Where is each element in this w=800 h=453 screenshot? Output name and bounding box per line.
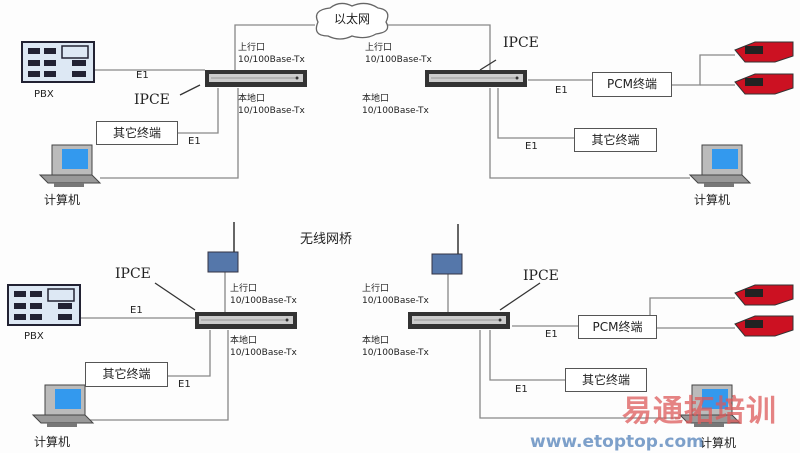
computer-label: 计算机 (694, 193, 731, 207)
uplink-type: 10/100Base-Tx (238, 55, 305, 65)
uplink-type: 10/100Base-Tx (230, 296, 297, 306)
other-terminal-box: 其它终端 (85, 362, 168, 387)
e1-label: E1 (555, 85, 568, 96)
e1-label: E1 (188, 136, 201, 147)
computer-icon (39, 144, 101, 188)
pcm-terminal-box: PCM终端 (592, 72, 672, 97)
wireless-bridge-icon (431, 223, 463, 275)
uplink-label: 上行口 (238, 43, 266, 53)
e1-label: E1 (130, 305, 143, 316)
e1-label: E1 (525, 141, 538, 152)
phone-icon (734, 41, 794, 63)
e1-label: E1 (178, 379, 191, 390)
watermark-logo: 易通拓培训 (622, 394, 777, 429)
local-label: 本地口 (362, 336, 390, 346)
e1-label: E1 (515, 384, 528, 395)
e1-label: E1 (545, 329, 558, 340)
other-terminal-box: 其它终端 (565, 368, 647, 392)
wireless-label: 无线网桥 (300, 232, 353, 247)
ipce-device-top-left (204, 69, 308, 88)
local-type: 10/100Base-Tx (362, 348, 429, 358)
computer-label: 计算机 (44, 193, 81, 207)
other-terminal-box: 其它终端 (96, 121, 178, 145)
pbx-icon (7, 284, 81, 326)
pbx-icon (21, 41, 95, 83)
ipce-label: IPCE (523, 268, 559, 284)
phone-icon (734, 315, 794, 337)
ipce-device-bottom-left (194, 311, 298, 330)
computer-icon (32, 384, 94, 428)
uplink-type: 10/100Base-Tx (365, 55, 432, 65)
ipce-device-top-right (424, 69, 528, 88)
watermark-url: www.etoptop.com (530, 432, 704, 452)
uplink-label: 上行口 (230, 284, 258, 294)
uplink-type: 10/100Base-Tx (362, 296, 429, 306)
ethernet-cloud (315, 2, 389, 40)
phone-icon (734, 73, 794, 95)
cloud-label: 以太网 (334, 12, 371, 26)
ipce-label: IPCE (115, 266, 151, 282)
local-type: 10/100Base-Tx (238, 106, 305, 116)
other-terminal-box: 其它终端 (574, 128, 657, 152)
computer-label: 计算机 (34, 435, 71, 449)
local-type: 10/100Base-Tx (230, 348, 297, 358)
phone-icon (734, 284, 794, 306)
uplink-label: 上行口 (362, 284, 390, 294)
pbx-label: PBX (24, 331, 44, 342)
local-type: 10/100Base-Tx (362, 106, 429, 116)
pbx-label: PBX (34, 89, 54, 100)
local-label: 本地口 (362, 94, 390, 104)
computer-label: 计算机 (700, 436, 737, 450)
ipce-device-bottom-right (407, 311, 511, 330)
ipce-label: IPCE (134, 92, 170, 108)
local-label: 本地口 (230, 336, 258, 346)
uplink-label: 上行口 (365, 43, 393, 53)
wireless-bridge-icon (207, 221, 239, 273)
e1-label: E1 (136, 70, 149, 81)
ipce-label: IPCE (503, 35, 539, 51)
local-label: 本地口 (238, 94, 266, 104)
pcm-terminal-box: PCM终端 (578, 315, 657, 339)
computer-icon (689, 144, 751, 188)
